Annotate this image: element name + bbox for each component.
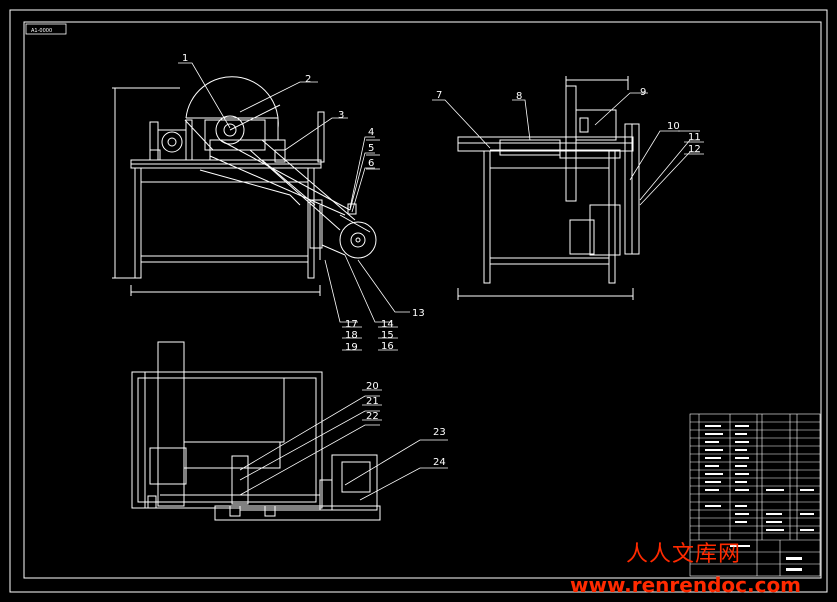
title-block-marks: [705, 425, 814, 571]
callout-12: 12: [688, 144, 701, 155]
top-view: [131, 341, 381, 521]
callout-23: 23: [433, 427, 446, 438]
callout-4: 4: [368, 127, 374, 138]
callout-11: 11: [688, 132, 701, 143]
callout-10: 10: [667, 121, 680, 132]
callout-17: 17: [345, 319, 358, 330]
callout-13: 13: [412, 308, 425, 319]
side-view: [457, 76, 640, 300]
frame-tag: A1-0000: [31, 28, 52, 34]
callout-9: 9: [640, 87, 646, 98]
outer-border: [9, 9, 828, 593]
watermark-chinese: 人人文库网: [626, 542, 742, 567]
watermark-url[interactable]: www.renrendoc.com: [570, 573, 802, 597]
frame-tag-box: [25, 23, 67, 35]
front-view: [112, 76, 377, 296]
callout-leaders: [178, 62, 704, 501]
callout-8: 8: [516, 91, 522, 102]
callout-21: 21: [366, 396, 379, 407]
callout-7: 7: [436, 90, 442, 101]
callout-19: 19: [345, 342, 358, 353]
title-block: [689, 413, 821, 577]
callout-20: 20: [366, 381, 379, 392]
callout-16: 16: [381, 341, 394, 352]
callout-2: 2: [305, 74, 311, 85]
inner-border: [23, 21, 822, 579]
callout-22: 22: [366, 411, 379, 422]
callout-15: 15: [381, 330, 394, 341]
callout-1: 1: [182, 53, 188, 64]
callout-5: 5: [368, 143, 374, 154]
callout-18: 18: [345, 330, 358, 341]
callout-numbers: 1 2 3 4 5 6 7 8 9 10 11 12 13 14 15 16 1…: [182, 53, 701, 468]
callout-14: 14: [381, 319, 394, 330]
callout-3: 3: [338, 110, 344, 121]
callout-24: 24: [433, 457, 446, 468]
callout-6: 6: [368, 158, 374, 169]
